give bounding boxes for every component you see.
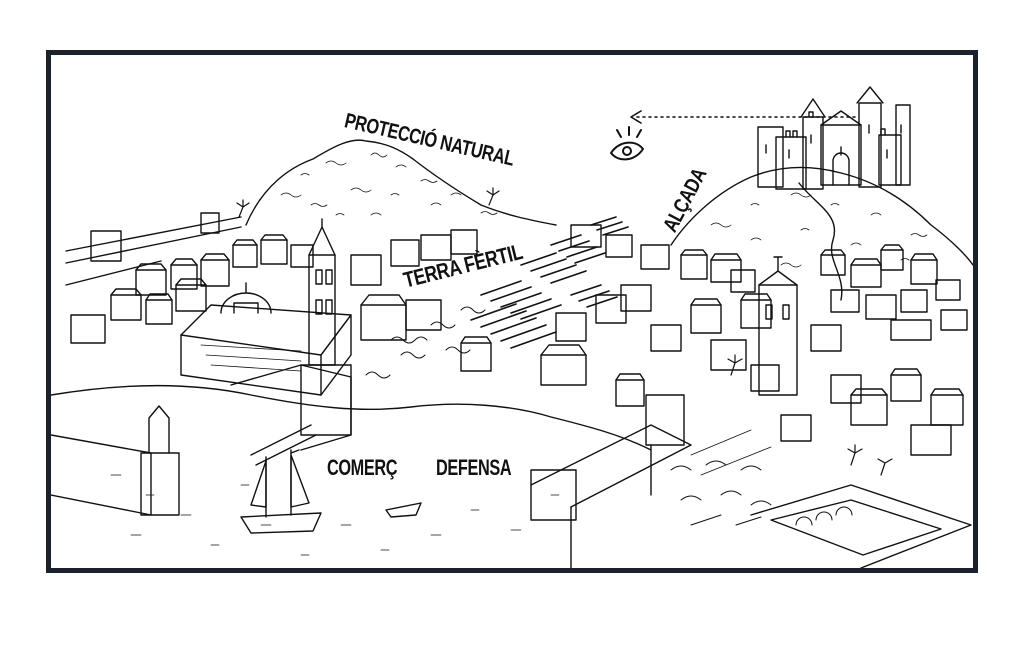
arrow-left-icon-head — [630, 110, 642, 124]
town-illustration — [51, 86, 973, 568]
shrubs — [365, 306, 486, 379]
illustration-frame: PROTECCIÓ NATURAL TERRA FÈRTIL ALÇADA CO… — [46, 50, 978, 573]
harbour-walls — [51, 364, 352, 516]
eye-icon — [610, 126, 644, 161]
rowing-boat — [385, 502, 422, 518]
fertile-fields — [470, 216, 629, 349]
winding-road — [798, 182, 843, 301]
palm-trees — [236, 187, 893, 476]
centre-houses — [360, 224, 670, 407]
gardens — [670, 460, 772, 526]
castle-hill-outline — [670, 166, 973, 266]
coastal-fortress — [530, 394, 972, 568]
town-houses-right — [650, 249, 964, 456]
water-ripples — [110, 474, 560, 556]
mountain-outline — [245, 139, 557, 226]
castle — [757, 86, 911, 190]
city-wall-left — [65, 212, 242, 286]
mountain-texture — [280, 152, 498, 216]
shoreline — [51, 384, 652, 451]
sailing-ship — [240, 449, 322, 534]
town-houses-left — [70, 229, 478, 344]
right-tower — [758, 256, 798, 396]
castle-hill-texture — [710, 192, 928, 268]
label-comerc: COMERÇ — [327, 455, 398, 480]
hillside-houses — [820, 244, 968, 341]
label-defensa: DEFENSA — [436, 455, 512, 480]
